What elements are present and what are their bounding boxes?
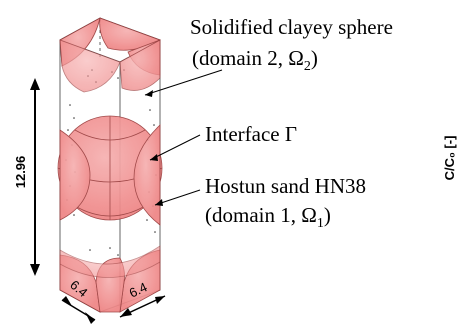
concentration-axis-label: C/C₀ [-] bbox=[442, 136, 457, 181]
clayey-sphere-label-line2: (domain 2, Ω2) bbox=[192, 46, 318, 74]
bottom-dimensions bbox=[61, 295, 166, 324]
height-dimension bbox=[30, 78, 40, 276]
clayey-spheres bbox=[57, 17, 163, 313]
clayey-sphere-label-line1: Solidified clayey sphere bbox=[190, 15, 393, 39]
sphere-cap-top-front-right bbox=[119, 39, 161, 91]
sphere-cap-right bbox=[133, 124, 161, 226]
width-label: 6.4 bbox=[127, 279, 150, 300]
leader-arrowheads bbox=[145, 90, 163, 206]
interface-label: Interface Γ bbox=[205, 122, 297, 146]
sand-label-line2: (domain 1, Ω1) bbox=[205, 203, 331, 231]
sphere-cap-left bbox=[59, 129, 91, 221]
sphere-cap-top-front bbox=[59, 39, 121, 93]
height-label: 12.96 bbox=[13, 156, 28, 189]
sand-label-line1: Hostun sand HN38 bbox=[205, 174, 366, 198]
